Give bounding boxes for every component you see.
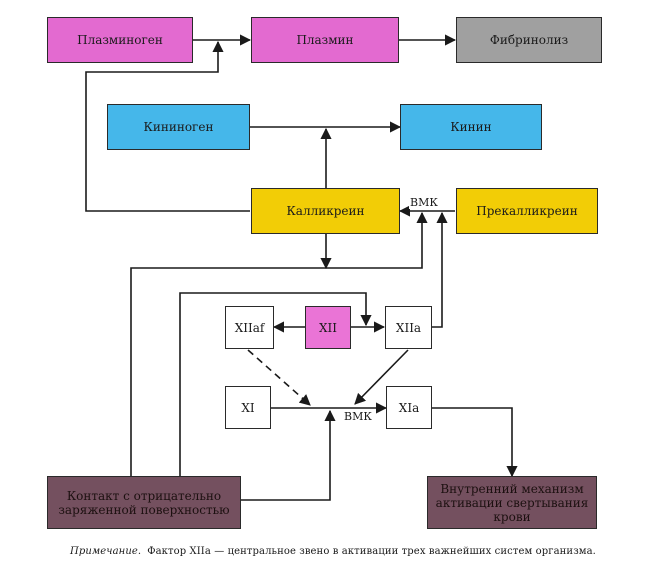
node-xii-label: XII bbox=[318, 320, 338, 335]
footnote-prefix: Примечание. bbox=[70, 546, 142, 557]
node-contact-surface: Контакт с отрицательно заряженной поверх… bbox=[47, 476, 241, 529]
arrow-xiia-to-prekallikrein bbox=[432, 211, 448, 328]
arrow-kallikrein-plasmin-loop bbox=[85, 40, 250, 212]
node-kinin: Кинин bbox=[400, 104, 542, 150]
node-xiiaf: XIIaf bbox=[225, 306, 274, 349]
node-intrinsic-coagulation-label: Внутренний механизм активации свертывани… bbox=[435, 481, 589, 524]
node-prekallikrein-label: Прекалликреин bbox=[476, 204, 578, 218]
node-fibrinolysis: Фибринолиз bbox=[456, 17, 602, 63]
arrow-xia-intrinsic bbox=[432, 407, 518, 478]
node-intrinsic-coagulation: Внутренний механизм активации свертывани… bbox=[427, 476, 597, 529]
node-kininogen: Кининоген bbox=[107, 104, 250, 150]
node-kininogen-label: Кининоген bbox=[143, 120, 214, 134]
node-xiia: XIIa bbox=[385, 306, 432, 349]
node-xiia-label: XIIa bbox=[395, 320, 422, 335]
node-xii: XII bbox=[305, 306, 351, 349]
arrow-contact-to-kallikrein bbox=[130, 211, 428, 476]
node-plasminogen: Плазминоген bbox=[47, 17, 193, 63]
node-prekallikrein: Прекалликреин bbox=[456, 188, 598, 234]
arrow-xiiaf-dashed bbox=[247, 349, 311, 406]
hmk-label-top: ВМК bbox=[409, 196, 439, 209]
node-kallikrein-label: Калликреин bbox=[286, 204, 365, 218]
hmk-label-bottom: ВМК bbox=[343, 410, 373, 423]
arrow-xiia-converge bbox=[354, 349, 409, 405]
node-plasmin-label: Плазмин bbox=[296, 33, 354, 47]
node-plasminogen-label: Плазминоген bbox=[77, 33, 163, 47]
node-kinin-label: Кинин bbox=[450, 120, 492, 134]
node-contact-surface-label: Контакт с отрицательно заряженной поверх… bbox=[58, 488, 230, 517]
node-fibrinolysis-label: Фибринолиз bbox=[489, 33, 569, 47]
node-xia: XIa bbox=[386, 386, 432, 429]
node-xi-label: XI bbox=[241, 400, 255, 415]
footnote: Примечание. Фактор XIIa — центральное зве… bbox=[70, 546, 596, 557]
arrow-contact-to-xi bbox=[241, 409, 336, 501]
node-plasmin: Плазмин bbox=[251, 17, 399, 63]
node-xiiaf-label: XIIaf bbox=[234, 320, 265, 335]
node-kallikrein: Калликреин bbox=[251, 188, 400, 234]
node-xia-label: XIa bbox=[398, 400, 420, 415]
node-xi: XI bbox=[225, 386, 271, 429]
footnote-text: Фактор XIIa — центральное звено в актива… bbox=[147, 546, 596, 557]
arrow-contact-to-xiia bbox=[179, 292, 372, 476]
